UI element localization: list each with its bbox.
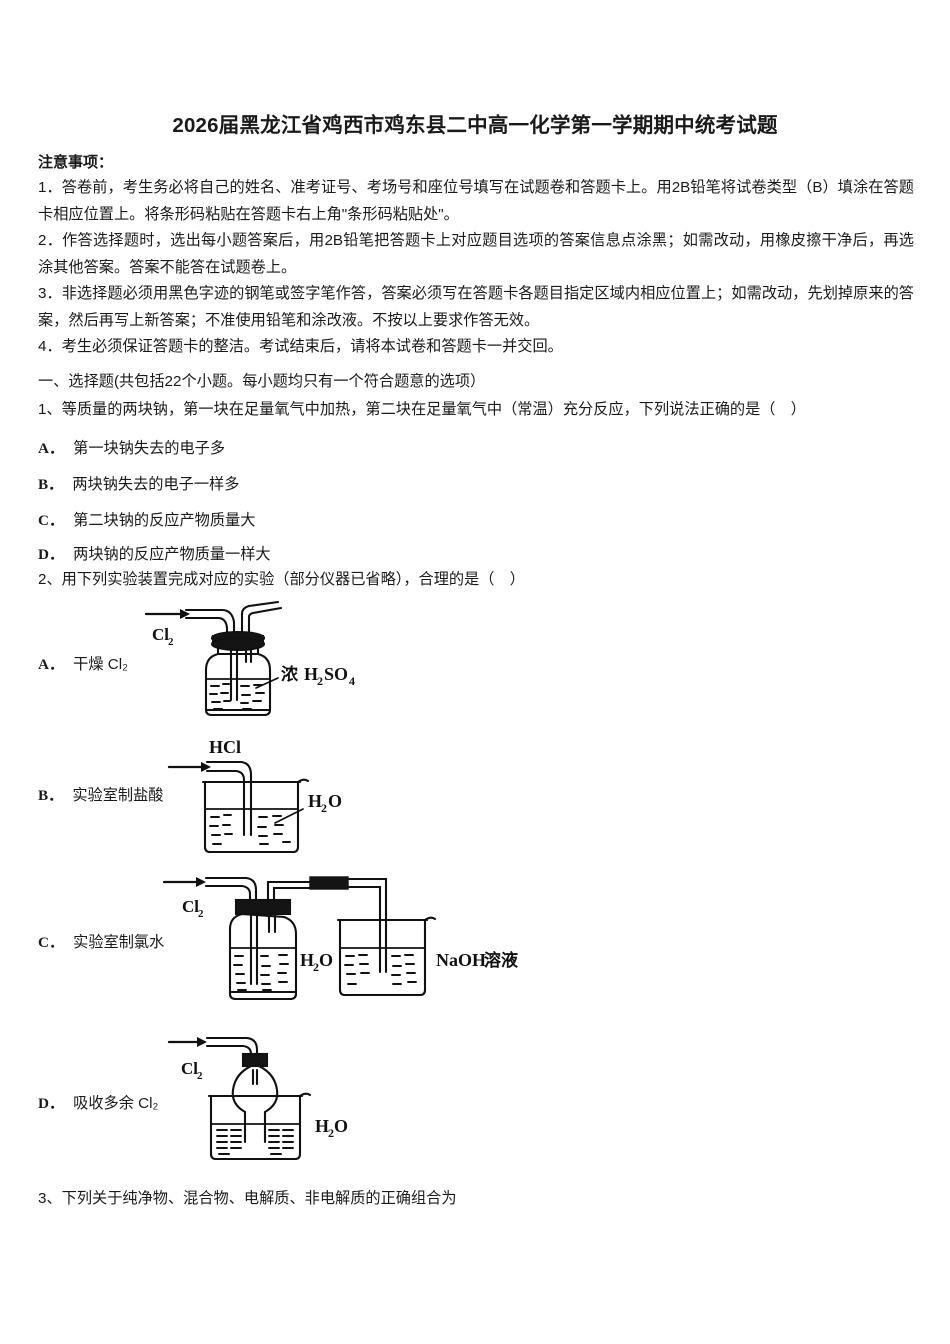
svg-text:2: 2 — [321, 801, 327, 815]
figure-c-reagent-label: H — [300, 950, 314, 970]
figure-inverted-funnel: Cl 2 H 2 O — [163, 1032, 443, 1167]
question-1-stem: 1、等质量的两块钠，第一块在足量氧气中加热，第二块在足量氧气中（常温）充分反应，… — [38, 397, 918, 419]
question-3-text: 下列关于纯净物、混合物、电解质、非电解质的正确组合为 — [61, 1190, 457, 1207]
question-1-option-b[interactable]: B． 两块钠失去的电子一样多 — [38, 472, 239, 494]
svg-text:SO: SO — [324, 664, 348, 684]
question-2-stem: 2、用下列实验装置完成对应的实验（部分仪器已省略），合理的是（ ） — [38, 567, 525, 589]
option-label-b: B． — [38, 787, 64, 804]
figure-a-reagent-label: 浓 — [281, 665, 299, 684]
option-text-a: 第一块钠失去的电子多 — [73, 440, 226, 457]
figure-c-inlet-label: Cl — [182, 897, 199, 916]
svg-text:2: 2 — [313, 960, 319, 974]
option-label-c: C． — [38, 512, 65, 529]
option-text-d: 吸收多余 Cl₂ — [73, 1095, 159, 1112]
notice-list: 1．答卷前，考生务必将自己的姓名、准考证号、考场号和座位号填写在试题卷和答题卡上… — [38, 175, 914, 361]
option-text-c: 实验室制氯水 — [73, 934, 165, 951]
question-2-option-c-label: C． 实验室制氯水 — [38, 930, 164, 952]
question-2-number: 2、 — [38, 571, 62, 588]
svg-text:2: 2 — [197, 1070, 203, 1082]
figure-gas-washing-bottle: Cl 2 浓 H 2 SO 4 — [138, 600, 418, 720]
figure-tube-into-beaker: HCl H 2 O — [163, 735, 443, 860]
figure-d-reagent-label: H — [315, 1116, 329, 1136]
notice-item-1: 1．答卷前，考生务必将自己的姓名、准考证号、考场号和座位号填写在试题卷和答题卡上… — [38, 179, 914, 223]
svg-text:O: O — [328, 791, 342, 811]
question-1-option-d[interactable]: D． 两块钠的反应产物质量一样大 — [38, 542, 271, 564]
svg-text:2: 2 — [168, 636, 174, 648]
svg-text:4: 4 — [349, 674, 355, 688]
option-label-c: C． — [38, 934, 65, 951]
question-1-number: 1、 — [38, 401, 62, 418]
page-title: 2026届黑龙江省鸡西市鸡东县二中高一化学第一学期期中统考试题 — [172, 114, 778, 137]
notice-item-4: 4．考生必须保证答题卡的整洁。考试结束后，请将本试卷和答题卡一并交回。 — [38, 338, 563, 355]
notice-heading: 注意事项： — [38, 154, 114, 171]
notice-item-2: 2．作答选择题时，选出每小题答案后，用2B铅笔把答题卡上对应题目选项的答案信息点… — [38, 232, 914, 276]
figure-a-inlet-label: Cl — [152, 625, 169, 644]
question-2-option-d-label: D． 吸收多余 Cl₂ — [38, 1091, 158, 1113]
question-3-number: 3、 — [38, 1190, 62, 1207]
figure-b-inlet-label: HCl — [209, 737, 241, 757]
option-text-a: 干燥 Cl₂ — [73, 656, 128, 673]
svg-text:H: H — [304, 664, 318, 684]
option-label-d: D． — [38, 1095, 65, 1112]
question-2-option-b-label: B． 实验室制盐酸 — [38, 783, 163, 805]
question-2-text: 用下列实验装置完成对应的实验（部分仪器已省略），合理的是（ ） — [61, 571, 525, 588]
option-text-c: 第二块钠的反应产物质量大 — [73, 512, 256, 529]
option-label-d: D． — [38, 546, 65, 563]
question-1-option-c[interactable]: C． 第二块钠的反应产物质量大 — [38, 508, 255, 530]
section-heading-choice: 一、选择题(共包括22个小题。每小题均只有一个符合题意的选项） — [38, 373, 486, 390]
question-2-option-a-label: A． 干燥 Cl₂ — [38, 652, 128, 674]
svg-text:溶液: 溶液 — [484, 950, 518, 970]
svg-text:2: 2 — [198, 908, 204, 920]
question-3-stem: 3、下列关于纯净物、混合物、电解质、非电解质的正确组合为 — [38, 1186, 457, 1208]
figure-b-reagent-label: H — [308, 791, 322, 811]
figure-bottle-plus-beaker: Cl 2 H 2 O NaOH 溶液 — [158, 872, 518, 1007]
option-label-b: B． — [38, 476, 64, 493]
svg-text:2: 2 — [317, 674, 323, 688]
svg-text:O: O — [319, 950, 333, 970]
option-text-b: 实验室制盐酸 — [72, 787, 164, 804]
figure-c-reagent2-label: NaOH — [436, 950, 486, 970]
svg-text:2: 2 — [328, 1126, 334, 1140]
figure-d-inlet-label: Cl — [181, 1059, 198, 1078]
notice-item-3: 3．非选择题必须用黑色字迹的钢笔或签字笔作答，答案必须写在答题卡各题目指定区域内… — [38, 285, 914, 329]
option-text-b: 两块钠失去的电子一样多 — [72, 476, 240, 493]
option-label-a: A． — [38, 440, 65, 457]
svg-text:O: O — [334, 1116, 348, 1136]
option-text-d: 两块钠的反应产物质量一样大 — [73, 546, 271, 563]
option-label-a: A． — [38, 656, 65, 673]
question-1-text: 等质量的两块钠，第一块在足量氧气中加热，第二块在足量氧气中（常温）充分反应，下列… — [61, 401, 806, 418]
question-1-option-a[interactable]: A． 第一块钠失去的电子多 — [38, 436, 225, 458]
